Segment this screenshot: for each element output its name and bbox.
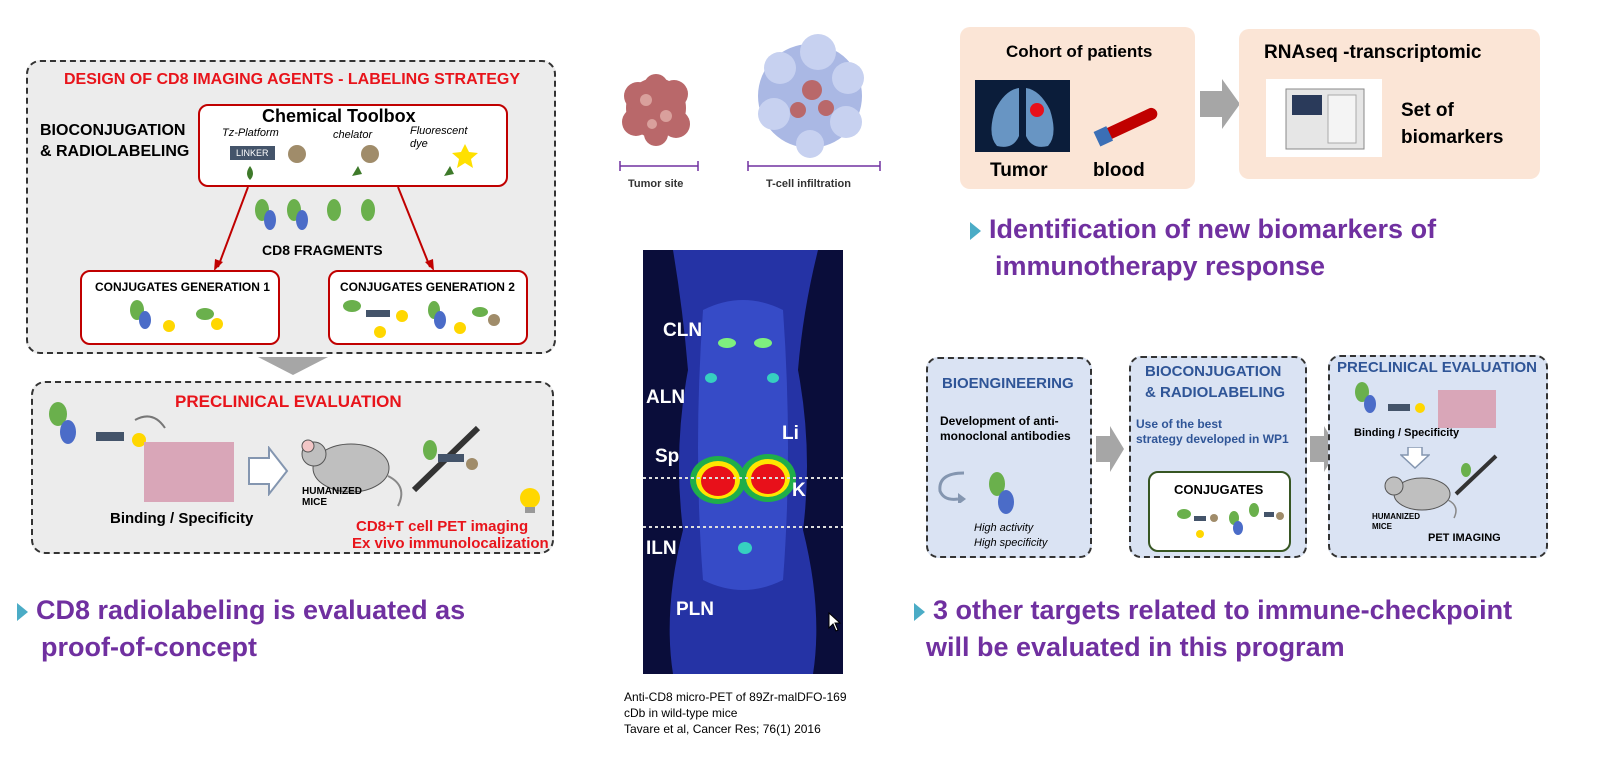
cursor-icon <box>828 612 842 632</box>
high-specificity-label: High specificity <box>974 537 1048 549</box>
t-cell-infiltration-image <box>758 34 864 158</box>
conjugates-gen2-box <box>328 270 528 345</box>
caption-line3: Tavare et al, Cancer Res; 76(1) 2016 <box>624 722 821 736</box>
sequencer-image <box>1266 79 1382 157</box>
ex-vivo-label: Ex vivo immunolocalization <box>352 535 549 552</box>
tumor-cluster-image <box>622 74 690 146</box>
bioengineering-panel <box>926 357 1092 558</box>
branch-arrows <box>214 186 434 271</box>
pet-scan-image <box>643 250 843 674</box>
pet-label-li: Li <box>782 423 799 444</box>
high-activity-label: High activity <box>974 522 1034 534</box>
rnaseq-title: RNAseq -transcriptomic <box>1264 42 1482 63</box>
bioengineering-text: Development of anti- monoclonal antibodi… <box>940 414 1071 443</box>
binding-illustration <box>49 402 234 502</box>
bullet-triangle-icon <box>17 602 28 621</box>
chelator-molecule-icon <box>288 145 379 163</box>
set-of-biomarkers-label: Set of biomarkers <box>1401 100 1504 148</box>
right-arrow-icon-2 <box>1096 426 1124 472</box>
binding-illustration-right <box>1355 382 1496 428</box>
cd8-fragments-icons <box>255 199 375 230</box>
caption-line1: Anti-CD8 micro-PET of 89Zr-malDFO-169 <box>624 690 847 704</box>
fluorescent-star-icon <box>452 144 478 168</box>
lightbulb-icon <box>520 488 540 513</box>
toolbox-icons <box>247 144 478 180</box>
conjugates-label: CONJUGATES <box>1174 482 1264 497</box>
down-arrow-icon <box>258 357 328 375</box>
right-bottom-bullet-line1: 3 other targets related to immune-checkp… <box>933 595 1513 625</box>
caption-line2: cDb in wild-type mice <box>624 706 738 720</box>
preclinical-panel-left <box>31 381 554 554</box>
right-top-bullet-line1: Identification of new biomarkers of <box>989 214 1437 244</box>
lungs-icon <box>991 88 1054 147</box>
fluorescent-dye-label: Fluorescent dye <box>410 125 468 150</box>
right-bottom-bullet-line2: will be evaluated in this program <box>926 632 1345 662</box>
bioengineering-title: BIOENGINEERING <box>942 375 1074 392</box>
right-hollow-arrow-icon <box>248 446 289 496</box>
mouse-icon <box>301 439 403 507</box>
scale-brackets <box>619 161 881 171</box>
linker-tag: LINKER <box>230 146 275 160</box>
bullet-triangle-icon <box>914 602 925 621</box>
conjugates-gen1-label: CONJUGATES GENERATION 1 <box>95 280 270 294</box>
chelator-label: chelator <box>333 129 373 141</box>
conjugates-gen1-box <box>80 270 280 345</box>
pet-label-aln: ALN <box>646 387 686 408</box>
tz-platform-label: Tz-Platform <box>222 127 279 139</box>
blood-tube-icon <box>1093 107 1158 147</box>
right-arrow-icon <box>1200 79 1240 129</box>
conjugates-gen2-label: CONJUGATES GENERATION 2 <box>340 280 515 294</box>
lungs-image <box>975 80 1070 152</box>
preclinical-title-left: PRECLINICAL EVALUATION <box>175 392 402 411</box>
conjugates-icons <box>1177 503 1284 538</box>
bioconjugation-label: BIOCONJUGATION & RADIOLABELING <box>40 122 190 160</box>
binding-label-right: Binding / Specificity <box>1354 427 1460 439</box>
pet-label-sp: Sp <box>655 446 680 467</box>
pet-label-cln: CLN <box>663 320 703 341</box>
sequencer-icon <box>1285 88 1365 150</box>
pet-label-iln: ILN <box>646 538 677 559</box>
pet-imaging-label-right: PET IMAGING <box>1428 532 1501 544</box>
tumor-label: Tumor <box>990 160 1048 181</box>
gen2-conjugate-icons <box>343 300 500 338</box>
mouse-icon-right <box>1384 476 1457 519</box>
pet-caption: Anti-CD8 micro-PET of 89Zr-malDFO-169 cD… <box>624 689 847 737</box>
blood-label: blood <box>1093 160 1145 181</box>
bioconj-title-right: BIOCONJUGATION & RADIOLABELING <box>1145 363 1285 401</box>
humanized-mice-label-right: HUMANIZED MICE <box>1372 512 1420 531</box>
design-title: DESIGN OF CD8 IMAGING AGENTS - LABELING … <box>64 71 521 88</box>
gen1-conjugate-icons <box>130 300 223 332</box>
left-bullet: CD8 radiolabeling is evaluated as <box>17 592 465 629</box>
antibody-icon <box>989 472 1014 514</box>
pet-label-pln: PLN <box>676 599 714 620</box>
bullet-triangle-icon <box>970 221 981 240</box>
humanized-mice-label-left: HUMANIZED MICE <box>302 486 362 508</box>
cohort-title: Cohort of patients <box>1006 42 1153 61</box>
bioconj-text-right: Use of the best strategy developed in WP… <box>1136 417 1289 446</box>
right-top-bullet: Identification of new biomarkers of <box>970 211 1436 248</box>
tumor-site-label: Tumor site <box>628 178 684 190</box>
cd8-fragments-label: CD8 FRAGMENTS <box>262 242 383 258</box>
binding-label-left: Binding / Specificity <box>110 510 254 527</box>
leaf-anchor-icon <box>247 166 454 180</box>
cycle-arrow-icon <box>938 471 966 503</box>
pet-label-k: K <box>792 480 806 501</box>
syringe-icon <box>411 425 481 493</box>
left-bullet-line2: proof-of-concept <box>41 632 257 662</box>
t-cell-infiltration-label: T-cell infiltration <box>766 178 851 190</box>
preclinical-title-right: PRECLINICAL EVALUATION <box>1337 359 1538 376</box>
toolbox-title: Chemical Toolbox <box>262 106 416 126</box>
pet-imaging-label-left: CD8+T cell PET imaging <box>356 518 529 535</box>
pet-scan-render <box>643 250 843 674</box>
syringe-icon-right <box>1454 454 1498 496</box>
right-bottom-bullet: 3 other targets related to immune-checkp… <box>914 592 1512 629</box>
conjugates-box <box>1148 471 1291 552</box>
left-bullet-line1: CD8 radiolabeling is evaluated as <box>36 595 466 625</box>
down-hollow-arrow-icon <box>1400 447 1430 469</box>
right-top-bullet-line2: immunotherapy response <box>995 251 1326 281</box>
